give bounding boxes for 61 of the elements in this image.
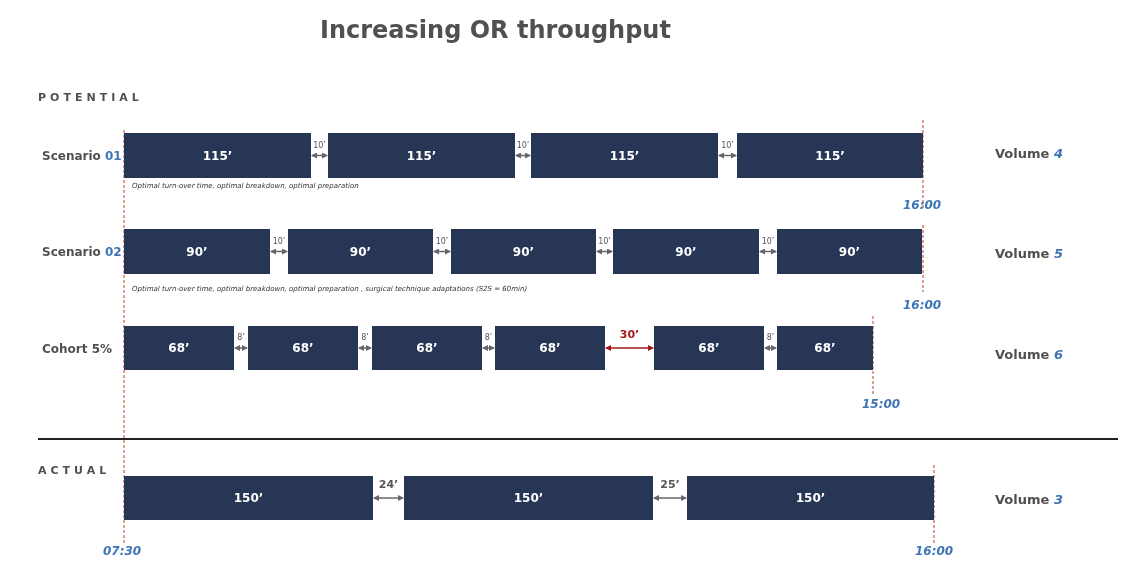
time-block: 90’ [451, 229, 596, 274]
time-label: 15:00 [862, 397, 901, 411]
row-label: Scenario 02 [42, 245, 122, 259]
double-arrow [718, 152, 737, 159]
double-arrow [605, 345, 654, 351]
time-block: 68’ [248, 326, 358, 370]
double-arrow [311, 152, 328, 159]
double-arrow [759, 248, 777, 255]
double-arrow [433, 248, 451, 255]
edge-label: 10’ [516, 140, 530, 150]
edge-label: 10’ [313, 140, 326, 150]
edge-label: 25’ [660, 478, 680, 491]
edge-label: 10’ [761, 236, 775, 246]
edge-label: 8’ [361, 333, 369, 342]
time-label: 07:30 [103, 544, 142, 558]
edge-label: 8’ [484, 333, 493, 342]
time-block: 90’ [288, 229, 433, 274]
time-block: 150’ [404, 476, 653, 520]
double-arrow [764, 345, 777, 351]
section-heading: ACTUAL [38, 463, 111, 477]
edge-label: 8’ [766, 333, 775, 342]
edge-label: 10’ [598, 236, 611, 246]
time-label: 16:00 [915, 544, 954, 558]
time-block: 150’ [687, 476, 934, 520]
double-arrow [515, 152, 531, 159]
double-arrow [482, 345, 495, 351]
double-arrow [596, 248, 613, 255]
edge-label: 24’ [378, 478, 399, 491]
time-block: 115’ [124, 133, 311, 178]
title: Increasing OR throughput [320, 16, 671, 44]
time-block: 90’ [124, 229, 270, 274]
volume-label: Volume 3 [995, 491, 1063, 507]
row-label: Cohort 5% [42, 342, 113, 356]
time-block: 115’ [328, 133, 515, 178]
time-block: 68’ [372, 326, 482, 370]
row-label: Scenario 01 [42, 149, 122, 163]
time-label: 16:00 [903, 198, 942, 212]
volume-label: Volume 5 [995, 245, 1063, 261]
time-block: 115’ [737, 133, 923, 178]
volume-label: Volume 6 [995, 346, 1063, 362]
edge-label: 10’ [435, 236, 449, 246]
edge-label: 8’ [237, 333, 245, 342]
time-block: 115’ [531, 133, 718, 178]
double-arrow [653, 495, 687, 501]
time-block: 68’ [654, 326, 764, 370]
time-block: 150’ [124, 476, 373, 520]
edge-label: 30’ [619, 328, 640, 341]
time-block: 68’ [124, 326, 234, 370]
double-arrow [358, 345, 372, 351]
volume-label: Volume 4 [995, 145, 1063, 161]
edge-label: 10’ [721, 140, 734, 150]
section-heading: POTENTIAL [38, 90, 143, 104]
time-label: 16:00 [903, 298, 942, 312]
edge-label: 10’ [272, 236, 286, 246]
double-arrow [270, 248, 288, 255]
time-block: 90’ [777, 229, 922, 274]
time-block: 68’ [495, 326, 605, 370]
time-block: 68’ [777, 326, 873, 370]
double-arrow [373, 495, 404, 501]
double-arrow [234, 345, 248, 351]
time-block: 90’ [613, 229, 759, 274]
